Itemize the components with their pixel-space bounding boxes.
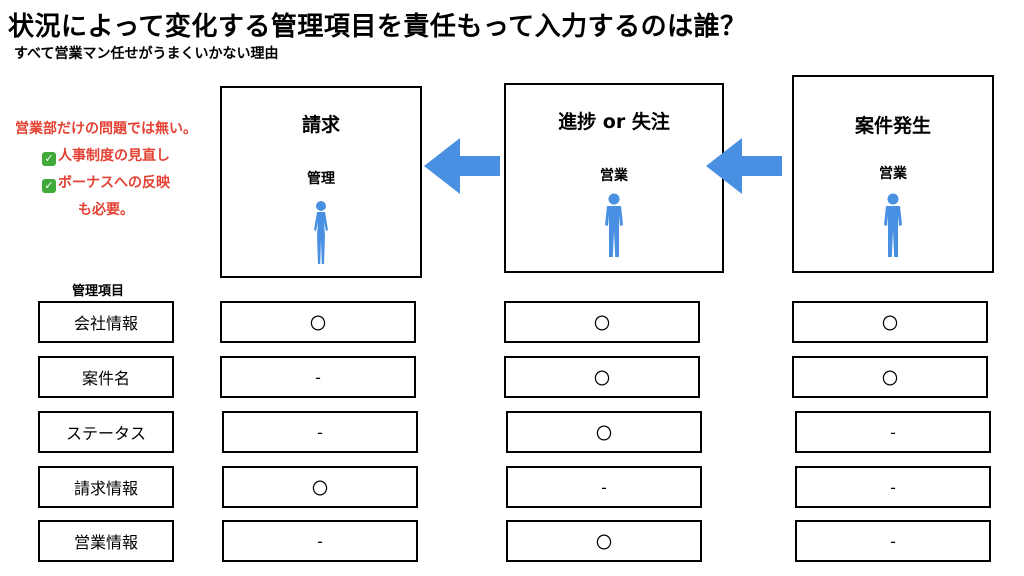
flow-arrow-left-icon: [424, 138, 500, 194]
stage-title: 案件発生: [854, 115, 931, 137]
note-line-4: も必要。: [78, 202, 134, 218]
checkmark-icon: ✓: [42, 152, 56, 166]
item-label-status: ステータス: [38, 411, 174, 453]
stage-box-billing: 請求 管理: [220, 86, 422, 278]
cell-case-start: -: [795, 520, 991, 562]
cell-case-start: 〇: [792, 356, 988, 398]
cell-progress: 〇: [504, 301, 700, 343]
cell-progress: -: [506, 466, 702, 508]
note-line-2: ✓人事制度の見直し: [4, 145, 208, 166]
male-person-icon: [884, 193, 902, 257]
items-header: 管理項目: [72, 284, 125, 299]
male-person-icon: [605, 193, 623, 257]
cell-progress: 〇: [504, 356, 700, 398]
note-line-3: ✓ボーナスへの反映: [4, 172, 208, 193]
checkmark-icon: ✓: [42, 179, 56, 193]
page-subtitle: すべて営業マン任せがうまくいかない理由: [14, 46, 279, 62]
cell-billing: 〇: [222, 466, 418, 508]
cell-billing: 〇: [220, 301, 416, 343]
stage-title: 請求: [301, 114, 340, 136]
stage-owner: 営業: [600, 168, 628, 184]
flow-arrow-left-icon: [706, 138, 782, 194]
stage-owner: 営業: [879, 166, 907, 182]
cell-case-start: -: [795, 411, 991, 453]
cell-case-start: -: [795, 466, 991, 508]
item-label-case-name: 案件名: [38, 356, 174, 398]
cell-billing: -: [220, 356, 416, 398]
cell-billing: -: [222, 520, 418, 562]
cell-progress: 〇: [506, 411, 702, 453]
page-title: 状況によって変化する管理項目を責任もって入力するのは誰？: [8, 12, 747, 42]
cell-progress: 〇: [506, 520, 702, 562]
note-line-1: 営業部だけの問題では無い。: [15, 121, 197, 137]
stage-owner: 管理: [307, 171, 335, 187]
stage-title: 進捗 or 失注: [558, 111, 670, 133]
cell-case-start: 〇: [792, 301, 988, 343]
female-person-icon: [314, 201, 328, 264]
item-label-billing-info: 請求情報: [38, 466, 174, 508]
stage-box-progress: 進捗 or 失注 営業: [504, 83, 724, 273]
cell-billing: -: [222, 411, 418, 453]
item-label-sales-info: 営業情報: [38, 520, 174, 562]
stage-box-case-start: 案件発生 営業: [792, 75, 994, 273]
item-label-company-info: 会社情報: [38, 301, 174, 343]
